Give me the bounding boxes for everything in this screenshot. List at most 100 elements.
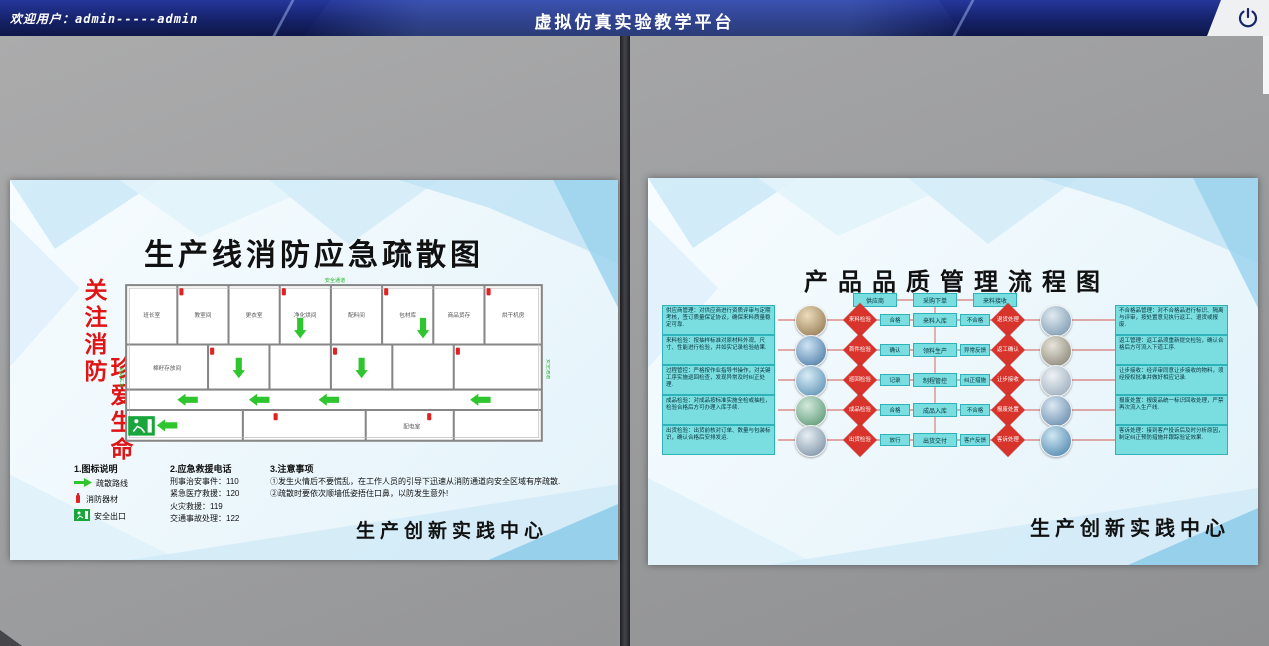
corridor-label-top: 安全通道 bbox=[325, 277, 345, 284]
flow-note: 成品检验：对成品按标准实施全检或抽检，检验合格后方可办理入库手续. bbox=[662, 395, 775, 425]
svg-text:配料间: 配料间 bbox=[348, 311, 365, 319]
flow-step: 出货交付 bbox=[913, 433, 957, 447]
flow-decision-label: 出货检验 bbox=[848, 436, 871, 443]
svg-text:教室间: 教室间 bbox=[194, 311, 211, 319]
flow-note: 过程管控：严格按作业指导书操作，对关键工序实施巡回检查，发现异常及时纠正处理. bbox=[662, 365, 775, 395]
flow-step: 领料生产 bbox=[913, 343, 957, 357]
power-button[interactable] bbox=[1236, 6, 1260, 30]
flow-photo bbox=[1040, 365, 1072, 397]
flow-decision-label: 让步接收 bbox=[996, 376, 1019, 383]
flow-decision: 退货处理 bbox=[991, 303, 1025, 337]
wall-edge-strip bbox=[1263, 36, 1269, 94]
flow-decision: 成品检验 bbox=[843, 393, 877, 427]
legend-phones-column: 2.应急救援电话 刑事治安事件：110 紧急医疗救援：120 火灾救援：119 … bbox=[170, 462, 266, 527]
flow-step: 确认 bbox=[880, 344, 910, 356]
flow-step: 记录 bbox=[880, 374, 910, 386]
legend: 1.图标说明 疏散路线 消防器材 安全出口 2.应急救援电话 bbox=[74, 462, 614, 542]
phone-item: 刑事治安事件：110 bbox=[170, 477, 239, 486]
poster-background-decor bbox=[10, 180, 618, 560]
flow-decision: 客诉处理 bbox=[991, 423, 1025, 457]
svg-text:净化烘间: 净化烘间 bbox=[294, 311, 317, 319]
flow-step: 不合格 bbox=[960, 314, 990, 326]
floor-corner bbox=[0, 630, 22, 646]
quality-flowchart-poster[interactable]: 产 品 品 质 管 理 流 程 图 供应商 采购下单 来料接收 供应商管理：对供… bbox=[648, 178, 1258, 565]
flow-step: 合格 bbox=[880, 404, 910, 416]
note-item: ②疏散时要依次顺墙低姿捂住口鼻，以防发生意外! bbox=[270, 489, 449, 499]
poster-title: 生产线消防应急疏散图 bbox=[144, 239, 484, 272]
legend-item: 安全出口 bbox=[74, 509, 166, 523]
legend-icons-header: 1.图标说明 bbox=[74, 464, 118, 474]
topbar-streak bbox=[952, 0, 975, 36]
flow-row: 供应商管理：对供应商进行资质评审与定期考核，签订质量保证协议，确保来料质量稳定可… bbox=[648, 303, 1258, 337]
note-item: ①发生火情后不要慌乱，在工作人员的引导下迅速从消防通道向安全区域有序疏散. bbox=[270, 477, 561, 486]
evacuation-arrows bbox=[156, 317, 491, 432]
legend-icons-column: 1.图标说明 疏散路线 消防器材 安全出口 bbox=[74, 462, 166, 526]
flow-step: 来料入库 bbox=[913, 313, 957, 327]
flow-decision-label: 返工确认 bbox=[996, 346, 1019, 353]
flow-decision-label: 成品检验 bbox=[848, 406, 871, 413]
power-icon bbox=[1238, 7, 1258, 28]
flow-decision-label: 退货处理 bbox=[996, 316, 1019, 323]
svg-text:棉籽存放间: 棉籽存放间 bbox=[153, 364, 182, 372]
flow-decision: 出货检验 bbox=[843, 423, 877, 457]
flow-row: 来料检验：按抽样标准对原材料外观、尺寸、性能进行检验，并如实记录检验结果. 首件… bbox=[648, 333, 1258, 367]
corridor-label-left: 安全通道 bbox=[120, 367, 125, 387]
svg-text:商品货存: 商品货存 bbox=[448, 311, 471, 319]
flow-step: 采购下单 bbox=[913, 293, 957, 307]
corridor-label-right: 安全通道 bbox=[545, 359, 550, 379]
flow-decision-label: 巡回检验 bbox=[848, 376, 871, 383]
flow-step: 不合格 bbox=[960, 404, 990, 416]
legend-notes-column: 3.注意事项 ①发生火情后不要慌乱，在工作人员的引导下迅速从消防通道向安全区域有… bbox=[270, 462, 602, 502]
flow-note: 客诉处理：接到客户投诉后及时分析原因，制定纠正预防措施并跟踪验证效果. bbox=[1115, 425, 1228, 455]
legend-item: 消防器材 bbox=[74, 492, 166, 506]
phone-item: 交通事故处理：122 bbox=[170, 514, 240, 524]
flow-note: 来料检验：按抽样标准对原材料外观、尺寸、性能进行检验，并如实记录检验结果. bbox=[662, 335, 775, 365]
fire-extinguisher-icons bbox=[179, 288, 491, 421]
flow-photo bbox=[795, 395, 827, 427]
flow-step: 异常反馈 bbox=[960, 344, 990, 356]
flow-photo bbox=[795, 335, 827, 367]
flow-note: 不合格品管理：对不合格品进行标识、隔离与评审，按处置意见执行返工、退货或报废. bbox=[1115, 305, 1228, 335]
poster-title: 产 品 品 质 管 理 流 程 图 bbox=[804, 270, 1102, 296]
svg-text:更衣室: 更衣室 bbox=[246, 311, 263, 319]
flow-step: 合格 bbox=[880, 314, 910, 326]
svg-text:烘干机房: 烘干机房 bbox=[502, 311, 525, 319]
evacuation-route-icon bbox=[74, 478, 92, 489]
poster-footer: 生产创新实践中心 bbox=[355, 521, 548, 542]
poster-footer: 生产创新实践中心 bbox=[1030, 518, 1230, 540]
flow-photo bbox=[1040, 305, 1072, 337]
flow-row: 成品检验：对成品按标准实施全检或抽检，检验合格后方可办理入库手续. 成品检验 合… bbox=[648, 393, 1258, 427]
fire-evacuation-poster[interactable]: 生产线消防应急疏散图 关注消防 珍爱生命 安全通道 安全通道 安全通道 bbox=[10, 180, 618, 560]
flow-decision: 返工确认 bbox=[991, 333, 1025, 367]
flow-decision: 来料检验 bbox=[843, 303, 877, 337]
flow-decision-label: 报废处置 bbox=[996, 406, 1019, 413]
flow-photo bbox=[795, 365, 827, 397]
legend-item-label: 疏散路线 bbox=[96, 479, 128, 488]
svg-text:配电室: 配电室 bbox=[403, 422, 420, 430]
flow-row: 出货检验：出货前核对订单、数量与包装标识，确认合格后安排发运. 出货检验 放行 … bbox=[648, 423, 1258, 457]
platform-title: 虚拟仿真实验教学平台 bbox=[534, 13, 735, 32]
legend-item-label: 消防器材 bbox=[86, 494, 118, 504]
flow-note: 出货检验：出货前核对订单、数量与包装标识，确认合格后安排发运. bbox=[662, 425, 775, 455]
flow-note: 报废处置：报废品统一标识回收处理，严禁再次流入生产线. bbox=[1115, 395, 1228, 425]
flow-note: 返工管理：返工品须重新提交检验，确认合格后方可流入下道工序. bbox=[1115, 335, 1228, 365]
flow-decision: 报废处置 bbox=[991, 393, 1025, 427]
flow-photo bbox=[1040, 425, 1072, 457]
wall-divider bbox=[620, 36, 630, 646]
flow-decision-label: 首件检验 bbox=[848, 346, 871, 353]
flow-photo bbox=[795, 305, 827, 337]
flow-note: 供应商管理：对供应商进行资质评审与定期考核，签订质量保证协议，确保来料质量稳定可… bbox=[662, 305, 775, 335]
flow-step: 成品入库 bbox=[913, 403, 957, 417]
legend-notes-header: 3.注意事项 bbox=[270, 464, 314, 474]
flow-decision: 首件检验 bbox=[843, 333, 877, 367]
legend-item-label: 安全出口 bbox=[94, 511, 126, 521]
flow-step: 供应商 bbox=[853, 293, 897, 307]
flow-photo bbox=[1040, 335, 1072, 367]
legend-phones-header: 2.应急救援电话 bbox=[170, 464, 232, 474]
flow-photo bbox=[795, 425, 827, 457]
topbar-streak bbox=[272, 0, 295, 36]
floorplan-walls bbox=[125, 284, 543, 442]
flow-step: 客户反馈 bbox=[960, 434, 990, 446]
evacuation-floorplan: 安全通道 安全通道 安全通道 班长室 教 bbox=[120, 277, 550, 442]
flow-decision-label: 客诉处理 bbox=[996, 436, 1019, 443]
